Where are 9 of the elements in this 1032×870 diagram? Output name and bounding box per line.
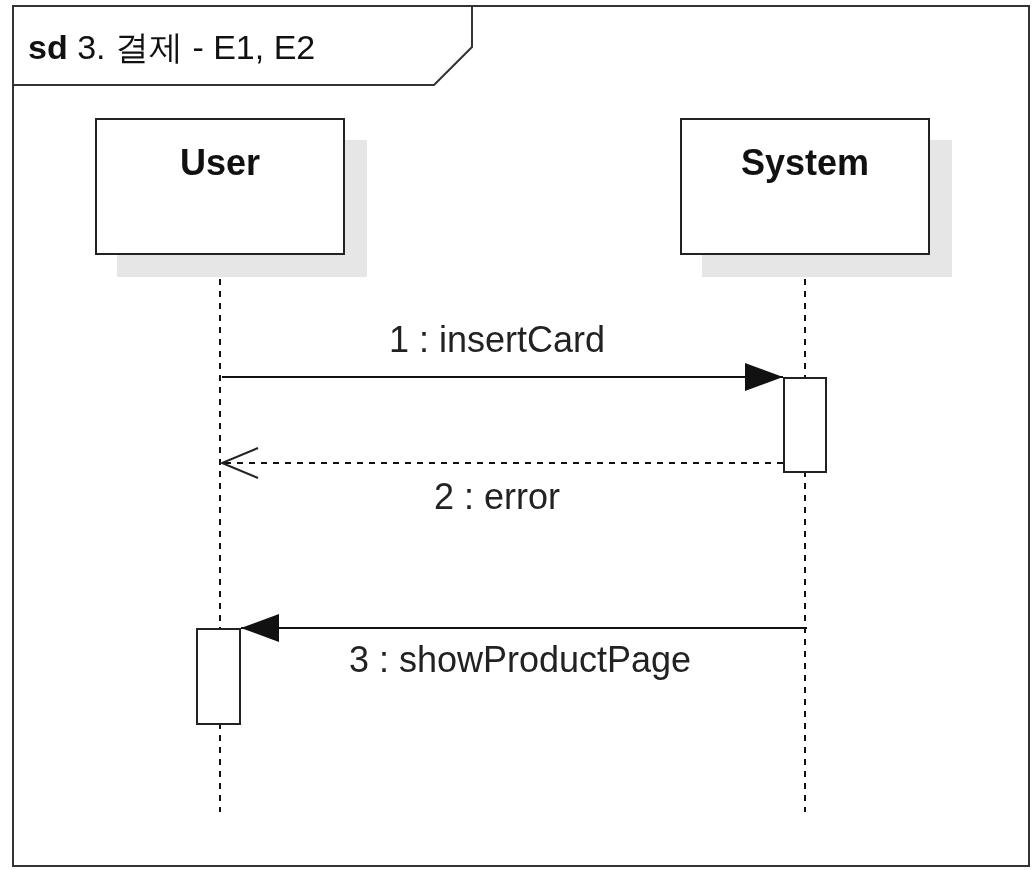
- activation-bar: [196, 628, 241, 725]
- lifeline-name: System: [740, 142, 870, 184]
- message-arrow: [221, 363, 784, 391]
- frame-title: sd 3. 결제 - E1, E2: [28, 27, 316, 68]
- message-arrow: [240, 614, 808, 642]
- frame-box: [12, 5, 1030, 867]
- lifeline-name: User: [179, 142, 261, 184]
- message-arrow: [221, 447, 784, 479]
- activation-bar: [783, 377, 827, 473]
